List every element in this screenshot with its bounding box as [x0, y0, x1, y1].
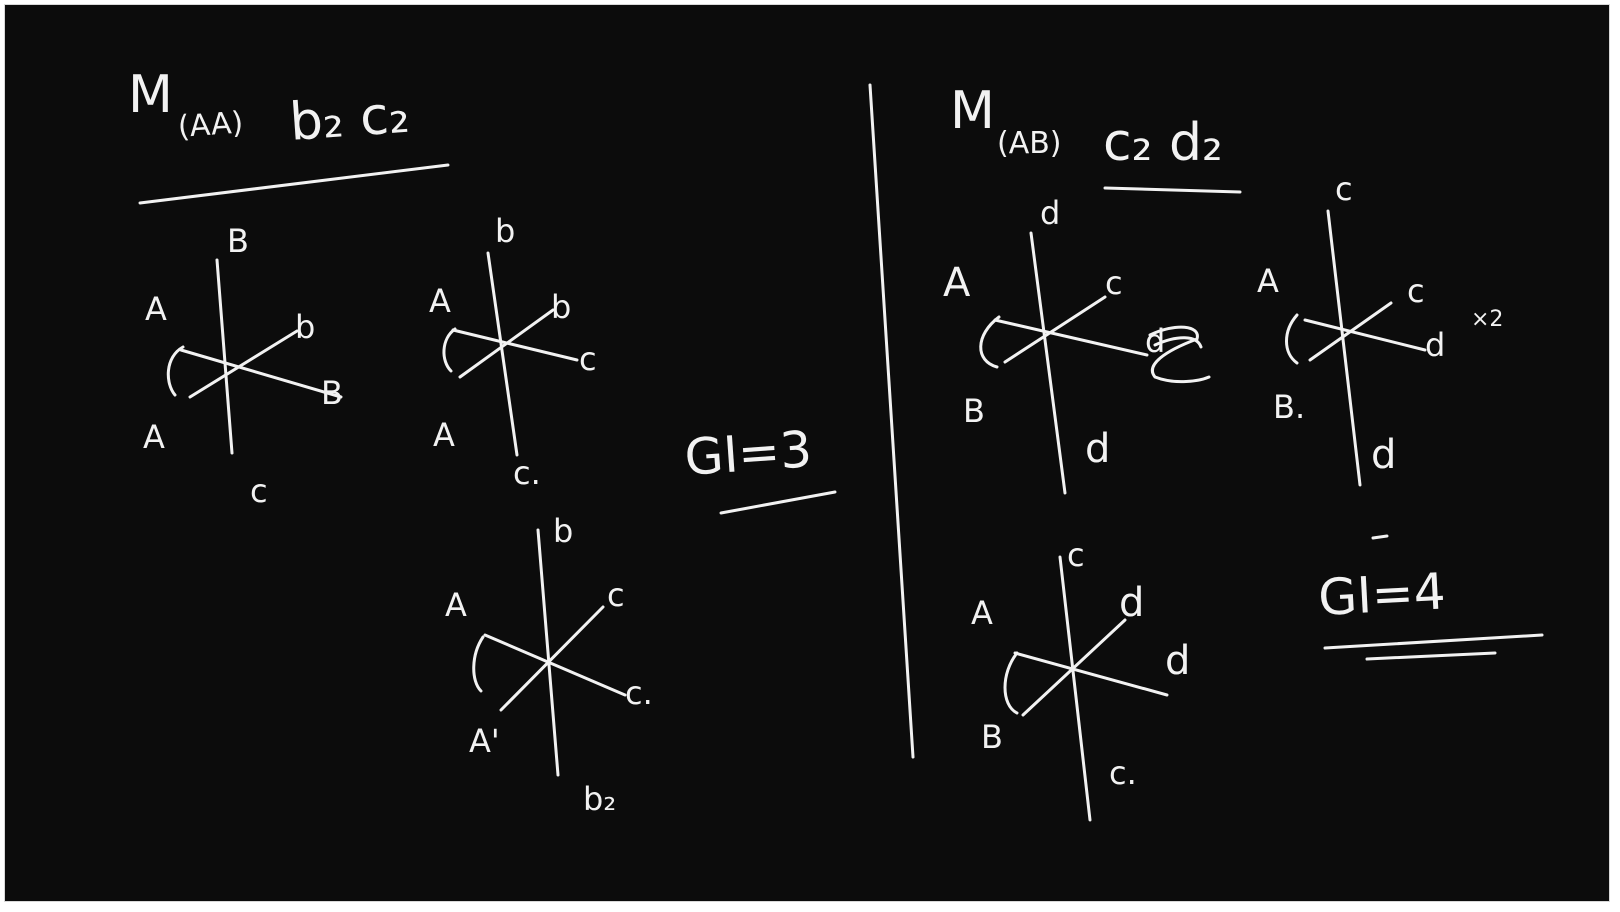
ld1-top-label: B — [227, 222, 249, 260]
diagonal-bond-down — [1013, 651, 1169, 697]
newman-diagram-left-3 — [472, 528, 627, 777]
ld3-top-label: b — [553, 512, 574, 550]
ld2-bottom-label: c. — [513, 454, 541, 492]
ld3-right-lower-label: c. — [625, 674, 653, 712]
vertical-bond — [1058, 555, 1092, 822]
diagonal-bond-down — [179, 348, 343, 399]
right-title-subscript: (AB) — [997, 126, 1062, 161]
rd3-right-upper-label: d — [1119, 580, 1145, 626]
rd2-multiplier-label: ×2 — [1471, 307, 1504, 332]
diagonal-bond-down — [1303, 318, 1427, 352]
rd1-lower-left-label: B — [963, 392, 985, 430]
whiteboard-canvas: M (AA) b₂ c₂ B A A b B c b A A b c c. b … — [4, 4, 1610, 902]
ld3-right-upper-label: c — [607, 576, 625, 614]
rd1-right-upper-label: c — [1105, 264, 1123, 302]
rd3-top-label: c — [1067, 536, 1085, 574]
vertical-bond — [1326, 209, 1362, 487]
newman-diagram-left-2 — [442, 251, 579, 457]
ink-strokes — [138, 83, 1544, 822]
ring-arc — [1285, 313, 1299, 365]
ld2-right-upper-label: b — [551, 288, 572, 326]
newman-diagram-right-2 — [1285, 209, 1427, 487]
newman-diagram-right-3 — [1003, 555, 1169, 822]
rd2-top-label: c — [1335, 170, 1353, 208]
result-overbar-right — [1371, 534, 1389, 540]
ld3-bottom-label: b₂ — [583, 780, 617, 818]
ring-arc — [979, 315, 1001, 369]
rd1-right-lower-label: d — [1145, 322, 1166, 360]
rd2-upper-left-label: A — [1257, 262, 1279, 300]
vertical-bond — [536, 528, 560, 777]
rd3-upper-left-label: A — [971, 594, 993, 632]
rd3-lower-left-label: B — [981, 718, 1003, 756]
ld2-upper-left-label: A — [429, 282, 451, 320]
vertical-bond — [215, 258, 234, 455]
diagonal-bond-up — [499, 605, 605, 712]
right-result-gi: GI=4 — [1316, 562, 1447, 627]
title-underline-right — [1103, 186, 1242, 194]
ld2-top-label: b — [495, 212, 516, 250]
ld1-bottom-label: c — [250, 472, 268, 510]
vertical-bond — [486, 251, 519, 457]
ld1-right-upper-label: b — [295, 308, 316, 346]
rd1-upper-left-label: A — [943, 260, 971, 306]
left-title-subscript: (AA) — [176, 105, 245, 145]
result-underline-left — [719, 490, 837, 515]
diagonal-bond-down — [451, 328, 579, 362]
ring-arc — [442, 327, 457, 373]
newman-diagram-left-1 — [166, 258, 343, 455]
newman-diagram-right-1 — [979, 231, 1211, 495]
ld2-lower-left-label: A — [433, 416, 455, 454]
rd1-bottom-label: d — [1085, 426, 1111, 472]
scribble-mark — [1148, 325, 1211, 384]
rd2-bottom-label: d — [1371, 432, 1397, 478]
title-underline-left — [138, 163, 450, 205]
ld3-upper-left-label: A — [445, 586, 467, 624]
diagonal-bond-down — [993, 318, 1149, 357]
ld1-lower-left-label: A — [143, 418, 165, 456]
result-underline-right-1 — [1323, 633, 1544, 650]
diagonal-bond-up — [1003, 295, 1107, 364]
rd3-right-lower-label: d — [1165, 638, 1191, 684]
diagonal-bond-down — [483, 633, 627, 697]
left-result-gi: GI=3 — [682, 420, 814, 487]
rd2-lower-left-label: B. — [1273, 388, 1306, 426]
ring-arc — [1003, 651, 1019, 715]
rd1-top-label: d — [1040, 194, 1061, 232]
right-title-main: M — [950, 81, 995, 141]
diagonal-bond-up — [1021, 618, 1127, 717]
right-title-rest: c₂ d₂ — [1103, 113, 1223, 173]
ring-arc — [166, 345, 185, 397]
diagonal-bond-up — [188, 329, 299, 399]
vertical-bond — [1029, 231, 1067, 495]
rd2-right-lower-label: d — [1425, 326, 1446, 364]
ld2-right-lower-label: c — [579, 340, 597, 378]
result-underline-right-2 — [1365, 651, 1497, 661]
ld1-upper-left-label: A — [145, 290, 167, 328]
rd2-right-upper-label: c — [1407, 272, 1425, 310]
left-title-rest: b₂ c₂ — [287, 84, 412, 153]
ld3-lower-left-label: A' — [469, 722, 500, 760]
ld1-right-lower-label: B — [321, 374, 343, 412]
ring-arc — [472, 635, 485, 693]
center-divider-line — [868, 83, 915, 759]
rd3-bottom-label: c. — [1109, 754, 1137, 792]
left-title-main: M — [128, 65, 173, 125]
